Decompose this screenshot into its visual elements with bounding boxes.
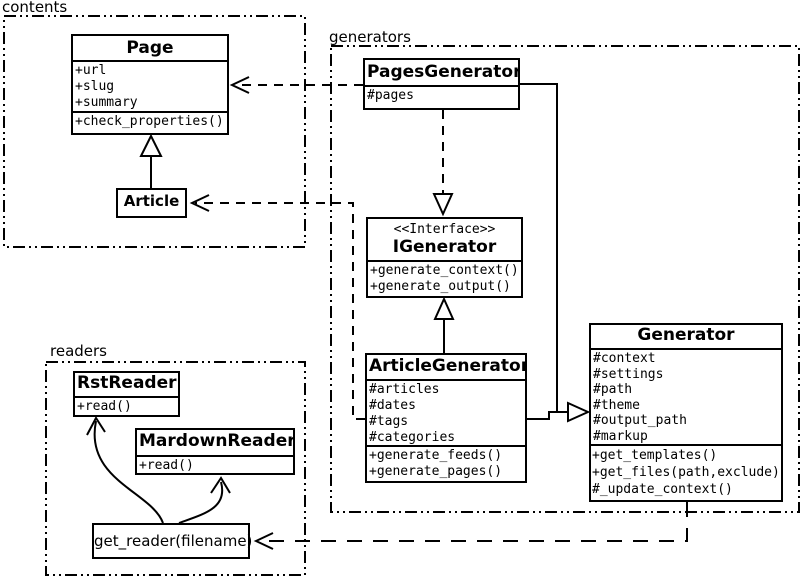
attribute: #theme [593,397,640,413]
stereotype: <<Interface>> [393,222,496,237]
attribute: #articles [369,382,440,397]
class-mardownreader[interactable]: MardownReader +read() [135,428,295,475]
interface-igenerator[interactable]: <<Interface>> IGenerator +generate_conte… [366,217,523,298]
methods-compartment: +get_templates() +get_files(path,exclude)… [591,444,781,500]
arrow-getreader-rstreader [86,416,164,524]
methods-compartment: +generate_context()+generate_output() [368,260,521,296]
methods-compartment: +check_properties() [73,111,227,133]
hollow-triangle-icon [139,133,163,157]
generalization-pagesgenerator-generator [520,83,567,413]
class-name: PagesGenerator [367,62,518,82]
arrow-getreader-mardownreader [178,476,231,524]
package-frame-generators [330,45,800,513]
class-articlegenerator[interactable]: ArticleGenerator #articles#dates#tags#ca… [365,353,527,483]
package-label-readers: readers [50,342,107,360]
method: +generate_feeds() [369,448,503,463]
attribute: #settings [593,366,664,382]
hollow-triangle-icon [567,401,591,423]
methods-compartment: +read() [75,396,178,415]
open-arrowhead-icon [229,76,250,94]
class-pagesgenerator[interactable]: PagesGenerator #pages [363,58,520,110]
class-page[interactable]: Page +url+slug+summary +check_properties… [71,34,229,135]
class-name: Page [126,38,174,58]
attribute: #dates [369,398,416,413]
dependency-articlegenerator-article [189,194,365,420]
attributes-compartment: #pages [365,85,518,108]
open-arrowhead-icon [86,416,106,436]
class-name: RstReader [77,373,177,393]
attribute: #pages [367,88,414,103]
method: #_update_context() [592,482,733,497]
method: +get_files(path,exclude) [592,465,780,480]
function-get-reader[interactable]: get_reader(filename) [92,523,252,559]
hollow-triangle-icon [432,193,454,217]
class-generator[interactable]: Generator #context#settings#path#theme#o… [589,323,783,502]
package-frame-readers [45,361,306,576]
dependency-pagesgenerator-page [229,76,363,94]
attributes-compartment: #context#settings#path#theme#output_path… [591,348,781,444]
realization-pagesgenerator-igenerator [432,110,454,217]
method: +generate_context() [370,263,519,278]
method: +get_templates() [592,448,718,463]
package-label-contents: contents [2,0,68,16]
attribute: +url [75,63,107,78]
attributes-compartment: +url+slug+summary [73,60,227,111]
class-name: Article [123,192,180,210]
class-article[interactable]: Article [116,188,187,218]
class-rstreader[interactable]: RstReader +read() [73,371,180,417]
package-label-generators: generators [329,28,411,46]
open-arrowhead-icon [210,476,231,494]
methods-compartment: +read() [137,455,293,473]
attribute: #categories [369,430,456,445]
open-arrowhead-icon [189,194,210,212]
class-name: MardownReader [139,431,293,451]
hollow-triangle-icon [433,296,455,320]
class-name: ArticleGenerator [369,356,525,376]
attribute: #path [593,382,633,397]
attribute: #markup [593,428,648,444]
class-name: IGenerator [392,237,497,257]
attribute: +slug [75,79,115,94]
dependency-generator-getreader [253,502,688,550]
class-name: Generator [637,325,735,345]
attribute: +summary [75,95,138,110]
methods-compartment: +generate_feeds()+generate_pages() [367,445,525,481]
method: +read() [139,458,194,473]
generalization-articlegenerator-igenerator [433,296,455,353]
generalization-articlegenerator-generator [527,411,567,420]
open-arrowhead-icon [253,532,274,550]
method: +check_properties() [75,114,224,129]
attribute: #output_path [593,413,687,428]
method: +generate_pages() [369,464,503,479]
package-frame-contents [3,15,306,248]
attribute: #context [593,351,656,366]
attributes-compartment: #articles#dates#tags#categories [367,379,525,445]
method: +read() [77,399,132,414]
attribute: #tags [369,414,409,429]
method: +generate_output() [370,279,511,294]
generalization-article-page [139,133,163,188]
